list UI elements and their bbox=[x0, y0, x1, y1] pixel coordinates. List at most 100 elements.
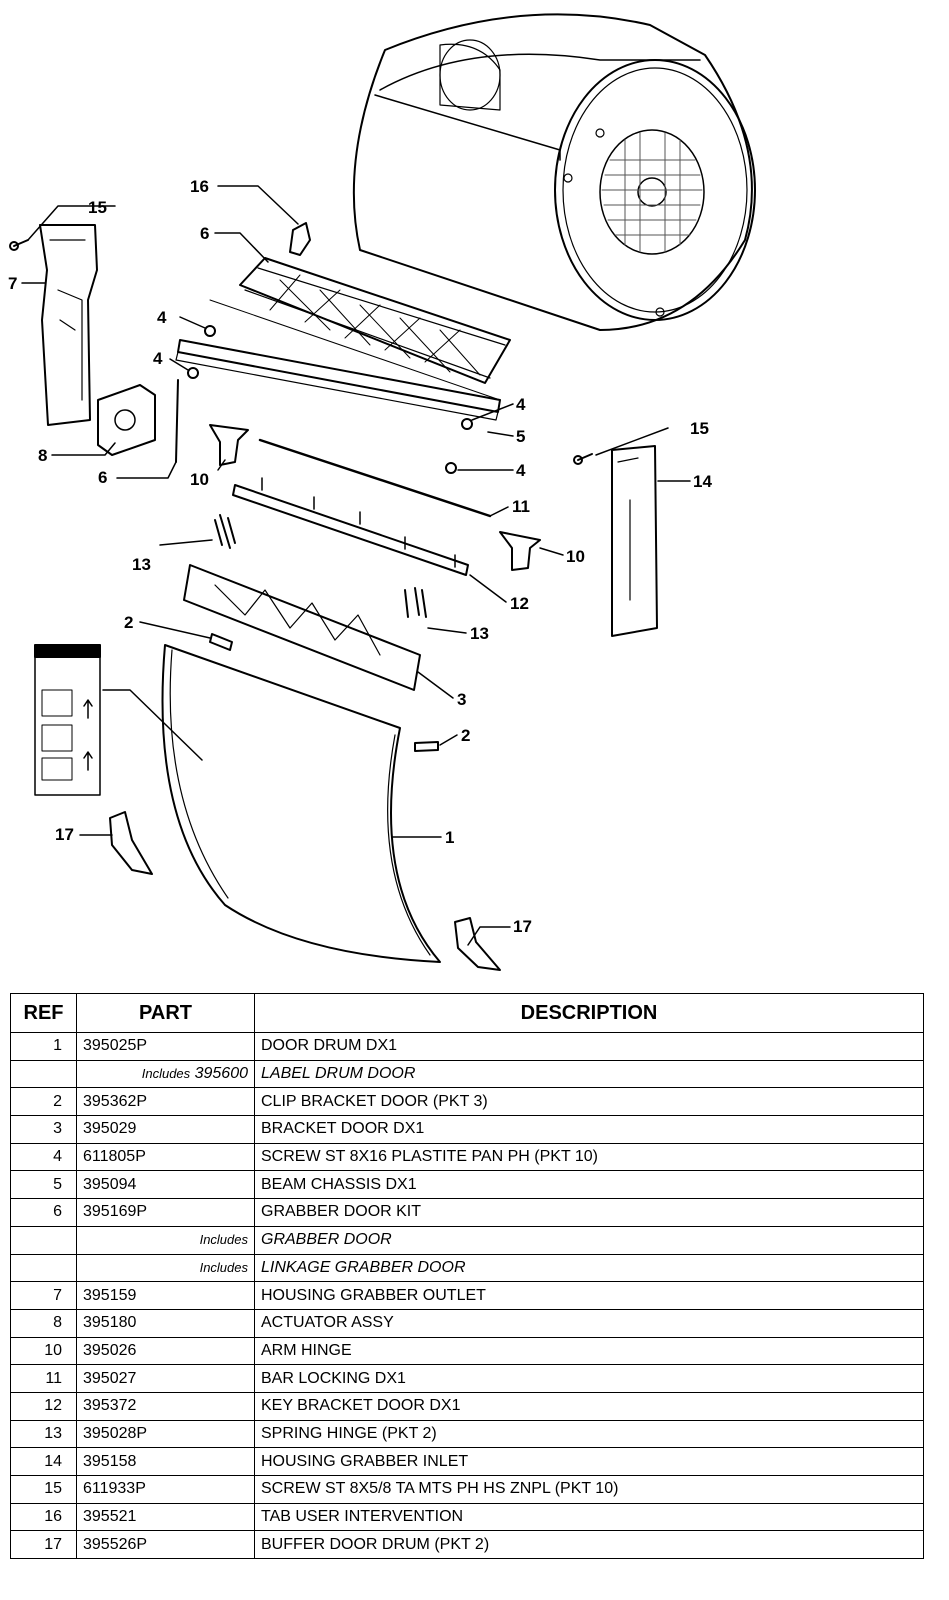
description-cell: DOOR DRUM DX1 bbox=[254, 1032, 924, 1061]
drum-door-label-card bbox=[34, 644, 101, 796]
part-cell: 395180 bbox=[76, 1308, 255, 1338]
ref-cell bbox=[10, 1253, 77, 1283]
part-2-clip-bottom bbox=[414, 741, 439, 752]
description-cell: KEY BRACKET DOOR DX1 bbox=[254, 1391, 924, 1421]
callout-2-bottom: 2 bbox=[461, 726, 470, 745]
ref-cell: 8 bbox=[10, 1308, 77, 1338]
table-row: Includes LINKAGE GRABBER DOOR bbox=[10, 1253, 924, 1283]
callout-15-right: 15 bbox=[690, 419, 709, 438]
includes-label: Includes bbox=[199, 1232, 248, 1248]
part-11-locking-bar bbox=[258, 438, 492, 518]
part-cell: 395169P bbox=[76, 1198, 255, 1227]
callout-13-right: 13 bbox=[470, 624, 489, 643]
part-cell: 395028P bbox=[76, 1419, 255, 1449]
ref-cell: 13 bbox=[10, 1419, 77, 1449]
callout-1: 1 bbox=[445, 828, 454, 847]
part-14-housing-inlet bbox=[611, 445, 658, 637]
exploded-parts-diagram: 16 6 4 4 15 7 8 6 10 4 5 4 11 10 15 14 1… bbox=[8, 13, 756, 971]
callout-8: 8 bbox=[38, 446, 47, 465]
ref-cell: 1 bbox=[10, 1032, 77, 1061]
description-cell: SCREW ST 8X16 PLASTITE PAN PH (PKT 10) bbox=[254, 1142, 924, 1172]
leader-lines bbox=[21, 185, 691, 946]
part-cell: 395526P bbox=[76, 1530, 255, 1560]
ref-cell: 10 bbox=[10, 1336, 77, 1366]
part-17-buffer-right bbox=[454, 917, 501, 971]
part-cell: Includes bbox=[76, 1225, 255, 1255]
table-header-row: REF PART DESCRIPTION bbox=[10, 993, 924, 1033]
part-4-screws bbox=[187, 325, 473, 474]
description-cell: ACTUATOR ASSY bbox=[254, 1308, 924, 1338]
part-13-spring-right bbox=[404, 587, 427, 618]
part-cell: Includes 395600 bbox=[76, 1059, 255, 1089]
callout-6-top: 6 bbox=[200, 224, 209, 243]
callout-4-d: 4 bbox=[516, 461, 526, 480]
callout-10-left: 10 bbox=[190, 470, 209, 489]
part-cell: 395094 bbox=[76, 1170, 255, 1200]
part-6-grabber-door bbox=[239, 257, 511, 384]
part-10-hinge-left bbox=[209, 424, 249, 466]
callout-3: 3 bbox=[457, 690, 466, 709]
part-12-key-bracket bbox=[232, 477, 469, 576]
description-cell: LINKAGE GRABBER DOOR bbox=[254, 1253, 924, 1283]
callout-13-left: 13 bbox=[132, 555, 151, 574]
callout-4-a: 4 bbox=[157, 308, 167, 327]
part-cell: 395362P bbox=[76, 1087, 255, 1117]
description-cell: LABEL DRUM DOOR bbox=[254, 1059, 924, 1089]
description-cell: TAB USER INTERVENTION bbox=[254, 1502, 924, 1532]
description-cell: GRABBER DOOR bbox=[254, 1225, 924, 1255]
part-2-clip-top bbox=[209, 633, 233, 651]
ref-cell: 17 bbox=[10, 1530, 77, 1560]
part-8-actuator bbox=[97, 384, 156, 456]
callout-4-b: 4 bbox=[153, 349, 163, 368]
part-cell: 611805P bbox=[76, 1142, 255, 1172]
callout-11: 11 bbox=[512, 497, 530, 516]
description-cell: SPRING HINGE (PKT 2) bbox=[254, 1419, 924, 1449]
part-17-buffer-left bbox=[109, 811, 153, 875]
ref-cell: 15 bbox=[10, 1475, 77, 1504]
callout-14: 14 bbox=[693, 472, 712, 491]
ref-cell bbox=[10, 1059, 77, 1089]
part-cell: 395521 bbox=[76, 1502, 255, 1532]
description-cell: BAR LOCKING DX1 bbox=[254, 1364, 924, 1393]
callout-4-c: 4 bbox=[516, 395, 526, 414]
ref-cell: 11 bbox=[10, 1364, 77, 1393]
callout-2-top: 2 bbox=[124, 613, 133, 632]
description-cell: ARM HINGE bbox=[254, 1336, 924, 1366]
ref-cell: 7 bbox=[10, 1281, 77, 1310]
part-cell: 395026 bbox=[76, 1336, 255, 1366]
part-cell: 611933P bbox=[76, 1475, 255, 1504]
callout-labels: 16 6 4 4 15 7 8 6 10 4 5 4 11 10 15 14 1… bbox=[8, 177, 712, 936]
ref-cell: 5 bbox=[10, 1170, 77, 1200]
includes-label: Includes bbox=[199, 1259, 248, 1275]
part-cell: 395159 bbox=[76, 1281, 255, 1310]
part-cell: Includes bbox=[76, 1253, 255, 1283]
callout-15-left: 15 bbox=[88, 198, 107, 217]
header-part: PART bbox=[76, 993, 255, 1033]
ref-cell: 2 bbox=[10, 1087, 77, 1117]
callout-10-right: 10 bbox=[566, 547, 585, 566]
callout-7: 7 bbox=[8, 274, 17, 293]
part-13-spring-left bbox=[214, 514, 236, 549]
description-cell: GRABBER DOOR KIT bbox=[254, 1198, 924, 1227]
part-cell: 395158 bbox=[76, 1447, 255, 1476]
callout-6-rod: 6 bbox=[98, 468, 107, 487]
part-7-housing-outlet bbox=[39, 224, 98, 426]
callout-5: 5 bbox=[516, 427, 525, 446]
